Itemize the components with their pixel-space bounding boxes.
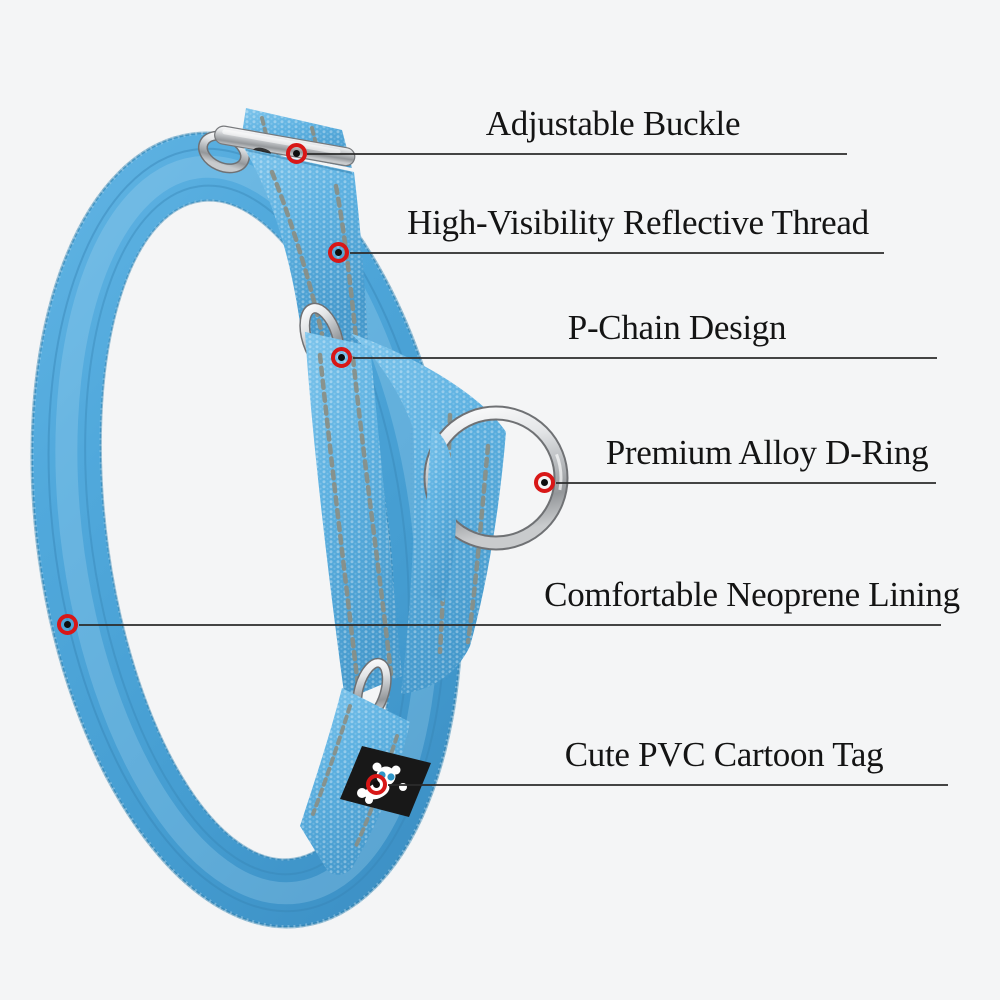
leader-line	[79, 624, 941, 626]
marker-dot	[64, 621, 71, 628]
callout-label: Cute PVC Cartoon Tag	[564, 735, 884, 774]
callout-label: High-Visibility Reflective Thread	[407, 203, 869, 242]
leader-line	[350, 252, 884, 254]
d-ring	[422, 405, 569, 602]
target-marker-icon	[534, 472, 555, 493]
callout-label: Adjustable Buckle	[485, 104, 741, 143]
marker-dot	[335, 249, 342, 256]
martingale-front-strap	[305, 332, 402, 700]
callout-label: Premium Alloy D-Ring	[605, 433, 929, 472]
adjustable-buckle	[197, 125, 356, 174]
leader-line	[353, 357, 937, 359]
marker-dot	[373, 781, 380, 788]
target-marker-icon	[328, 242, 349, 263]
leader-line	[307, 153, 847, 155]
leader-line	[556, 482, 936, 484]
callout-label: P-Chain Design	[567, 308, 787, 347]
marker-dot	[338, 354, 345, 361]
marker-dot	[541, 479, 548, 486]
marker-dot	[293, 150, 300, 157]
target-marker-icon	[366, 774, 387, 795]
target-marker-icon	[57, 614, 78, 635]
leader-line	[388, 784, 948, 786]
target-marker-icon	[286, 143, 307, 164]
target-marker-icon	[331, 347, 352, 368]
adjustable-strap	[244, 148, 368, 346]
callout-label: Comfortable Neoprene Lining	[544, 575, 960, 614]
